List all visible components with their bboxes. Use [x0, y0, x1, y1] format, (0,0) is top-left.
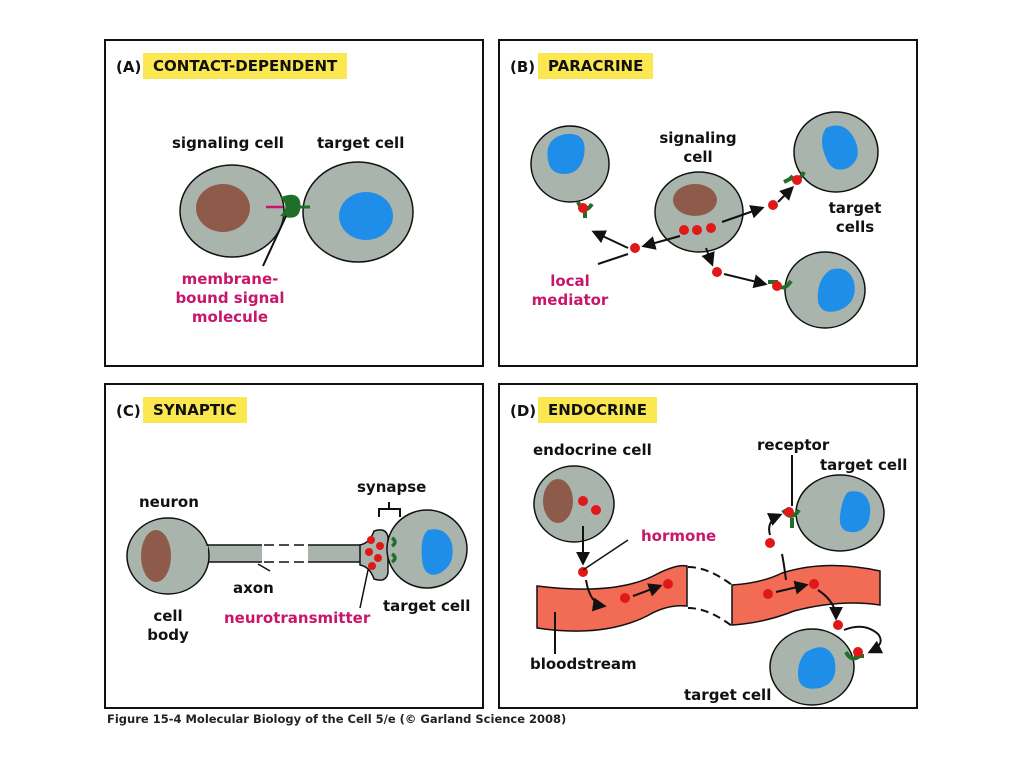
label-local-mediator-1: local: [550, 272, 590, 290]
panel-a-letter: (A): [116, 58, 142, 76]
neuron-nucleus: [141, 530, 171, 582]
panel-b-title: PARACRINE: [538, 53, 654, 79]
label-target-cell-d-bottom: target cell: [684, 686, 772, 704]
label-cell-body: cell body: [140, 607, 196, 645]
label-local-mediator: local mediator: [527, 272, 613, 310]
panel-d-title: ENDOCRINE: [538, 397, 657, 423]
label-endocrine-cell: endocrine cell: [533, 441, 652, 459]
label-target-cells-1: target: [828, 199, 882, 217]
label-membrane-line2: bound signal: [175, 289, 285, 307]
label-cell-body-1: cell: [153, 607, 183, 625]
label-target-cell-a: target cell: [317, 134, 405, 152]
panel-c-title: SYNAPTIC: [143, 397, 247, 423]
endocrine-target-top: [795, 474, 885, 552]
label-membrane-molecule: membrane- bound signal molecule: [170, 270, 290, 327]
receptor-a: [280, 194, 310, 218]
panel-a-title: CONTACT-DEPENDENT: [143, 53, 348, 79]
panel-b-letter: (B): [510, 58, 536, 76]
bloodstream-left: [536, 564, 688, 632]
target-nucleus: [339, 192, 393, 240]
pointer-a: [262, 215, 287, 267]
label-local-mediator-2: mediator: [531, 291, 609, 309]
label-cell-body-2: body: [147, 626, 189, 644]
label-axon: axon: [233, 579, 274, 597]
label-bloodstream: bloodstream: [530, 655, 637, 673]
label-neuron: neuron: [139, 493, 199, 511]
bloodstream-right: [731, 564, 881, 626]
label-paracrine-signaling: signaling cell: [652, 129, 744, 167]
label-paracrine-signaling-2: cell: [683, 148, 713, 166]
panel-a-art: [179, 161, 414, 267]
figure-caption: Figure 15-4 Molecular Biology of the Cel…: [107, 712, 567, 726]
label-membrane-line3: molecule: [191, 308, 269, 326]
panel-c-art: [126, 502, 468, 609]
label-hormone: hormone: [641, 527, 717, 545]
signaling-nucleus: [196, 184, 250, 232]
label-paracrine-signaling-1: signaling: [659, 129, 737, 147]
label-neurotransmitter: neurotransmitter: [224, 609, 371, 627]
panel-b-art: [530, 111, 879, 329]
label-membrane-line1: membrane-: [181, 270, 279, 288]
panel-d-letter: (D): [510, 402, 537, 420]
label-target-cells: target cells: [820, 199, 890, 237]
label-synapse: synapse: [357, 478, 427, 496]
panel-d-art: [533, 455, 885, 706]
label-target-cell-c: target cell: [383, 597, 471, 615]
label-target-cell-d-top: target cell: [820, 456, 908, 474]
label-target-cells-2: cells: [835, 218, 875, 236]
label-signaling-cell: signaling cell: [172, 134, 284, 152]
label-receptor: receptor: [757, 436, 830, 454]
paracrine-signaling-nucleus: [673, 184, 717, 216]
panel-c-letter: (C): [116, 402, 141, 420]
